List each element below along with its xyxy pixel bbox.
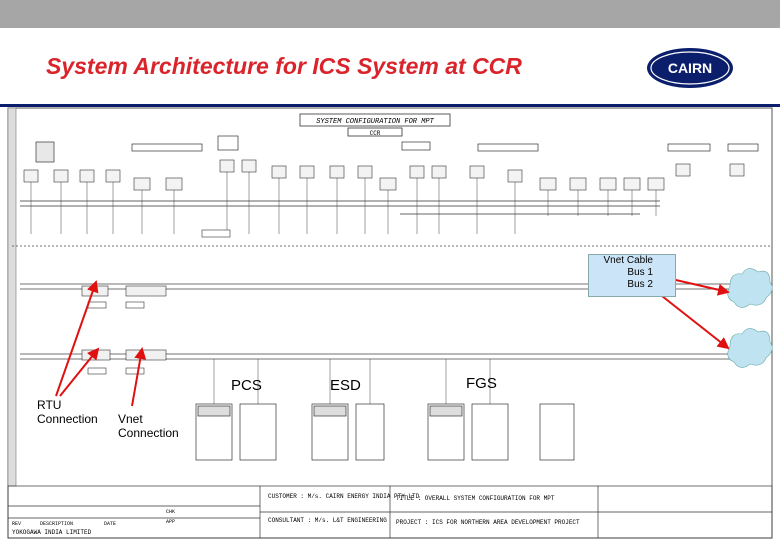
title-block [7, 485, 773, 539]
rtu-label-line2: Connection [37, 412, 98, 426]
vnet-legend-line1: Vnet Cable [603, 255, 653, 266]
title-block-customer: CUSTOMER : M/s. CAIRN ENERGY INDIA PTY L… [268, 493, 420, 500]
fgs-cabinets [427, 403, 575, 461]
vnet-legend-bus2: Bus 2 [627, 279, 653, 290]
logo-text: CAIRN [668, 60, 712, 76]
title-block-desc: DESCRIPTION [40, 521, 73, 527]
rtu-label-line1: RTU [37, 398, 62, 412]
title-block-chk: CHK [166, 509, 175, 515]
frame-title: SYSTEM CONFIGURATION FOR MPT [316, 118, 434, 126]
title-block-consultant: CONSULTANT : M/s. L&T ENGINEERING [268, 517, 387, 524]
rtu-arrow-lower [59, 347, 100, 397]
frame-subtitle: CCR [370, 130, 381, 137]
cairn-logo: CAIRN [647, 48, 733, 88]
vnet-label-line2: Connection [118, 426, 179, 440]
rtu-arrow-upper [55, 280, 99, 397]
esd-cabinets [311, 403, 385, 461]
pcs-cabinets [195, 403, 277, 461]
slide-title: System Architecture for ICS System at CC… [46, 53, 522, 79]
vnet-arrow [131, 347, 147, 407]
title-block-project: PROJECT : ICS FOR NORTHERN AREA DEVELOPM… [396, 519, 580, 526]
top-bar [0, 0, 780, 28]
title-block-app: APP [166, 519, 175, 525]
vnet-cloud-bus1 [727, 268, 773, 308]
title-block-company: YOKOGAWA INDIA LIMITED [12, 529, 92, 536]
pcs-label: PCS [231, 377, 262, 394]
vnet-cable-legend: Vnet Cable Bus 1 Bus 2 [588, 254, 676, 297]
rtu-connection-label: RTU Connection [37, 398, 98, 426]
vnet-cloud-bus2 [727, 328, 773, 368]
title-block-rev: REV [12, 521, 21, 527]
vnet-label-line1: Vnet [118, 412, 143, 426]
vnet-connection-label: Vnet Connection [118, 412, 179, 440]
title-block-date: DATE [104, 521, 116, 527]
esd-label: ESD [330, 377, 361, 394]
fgs-label: FGS [466, 375, 497, 392]
title-block-title: TITLE : OVERALL SYSTEM CONFIGURATION FOR… [396, 495, 555, 502]
vnet-legend-bus1: Bus 1 [627, 267, 653, 278]
system-configuration-drawing: SYSTEM CONFIGURATION FOR MPT CCR [7, 107, 773, 539]
